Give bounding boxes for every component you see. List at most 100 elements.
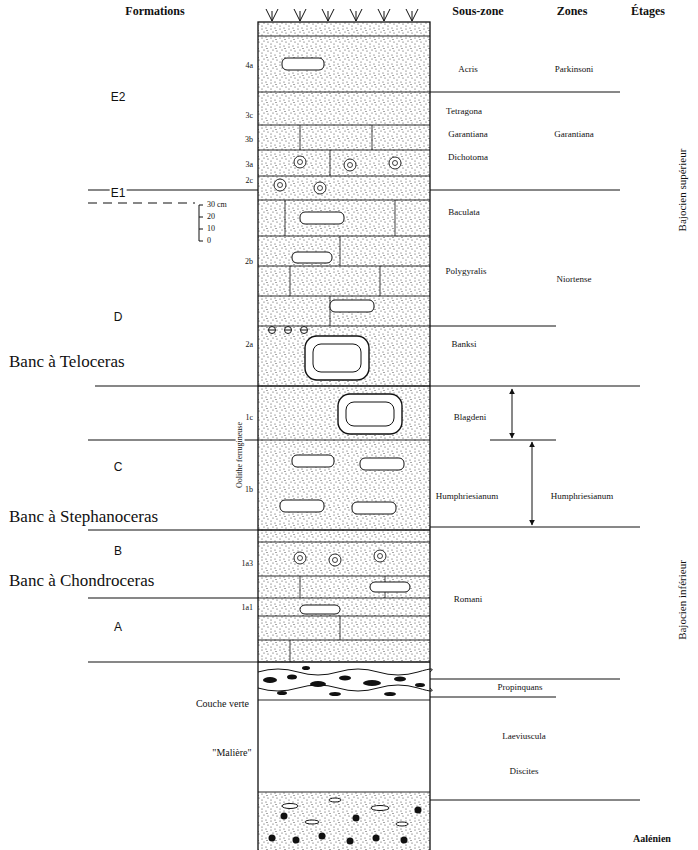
- hardground-symbol: [269, 327, 276, 334]
- zone-boundary: [430, 800, 640, 801]
- lithology-label: Oolithe ferrugineuse: [236, 421, 245, 489]
- green-grain: [394, 677, 406, 682]
- bed-boundary: [258, 385, 430, 386]
- nodule: [370, 582, 410, 592]
- large-nodule: [305, 336, 369, 380]
- subzone-name: Humphriesianum: [435, 492, 500, 502]
- green-grain: [329, 692, 341, 696]
- bed-boundary: [258, 700, 430, 701]
- joint-line: [285, 200, 286, 236]
- stage-name: Bajocien supérieur: [676, 148, 688, 233]
- pebble-dark: [401, 837, 408, 844]
- bed-boundary: [258, 150, 430, 151]
- zone-name: Garantiana: [553, 130, 594, 140]
- ammonite-whorl: [348, 163, 353, 168]
- bed-name: Banc à Stephanoceras: [8, 508, 159, 527]
- joint-line: [290, 266, 291, 296]
- nodule: [300, 212, 344, 224]
- bed-boundary: [258, 542, 430, 543]
- ammonite: [274, 179, 286, 191]
- hardground-mark: [301, 330, 307, 331]
- bed-boundary: [258, 576, 430, 577]
- zone-boundary: [430, 697, 556, 698]
- nodule: [330, 300, 374, 312]
- ammonite: [389, 157, 401, 169]
- hardground-symbol: [285, 327, 292, 334]
- hardground-mark: [269, 330, 275, 331]
- bed-boundary: [258, 640, 430, 641]
- nodule: [282, 58, 324, 70]
- pebble-dark: [373, 835, 380, 842]
- plant-symbol: [406, 9, 418, 21]
- plant-symbol: [266, 9, 278, 21]
- subzone-name: Romani: [453, 595, 484, 605]
- bed-number: 2b: [244, 258, 254, 267]
- nodule: [280, 500, 324, 512]
- pebble-dark: [415, 807, 422, 814]
- ammonite: [314, 182, 326, 194]
- nodule: [352, 502, 396, 514]
- bed-boundary: [258, 236, 430, 237]
- plant-symbol: [294, 9, 306, 21]
- bed-boundary: [258, 529, 430, 530]
- bed-number: 4a: [244, 62, 254, 71]
- green-grain: [363, 680, 381, 686]
- subzone-name: Polygyralis: [444, 267, 487, 277]
- ammonite: [329, 554, 341, 566]
- zone-boundary: [430, 386, 640, 387]
- formation-line: [88, 661, 258, 662]
- zone-boundary: [430, 326, 556, 327]
- nodule: [300, 605, 340, 614]
- pebble-dark: [353, 815, 360, 822]
- scale-tick: [199, 205, 203, 206]
- subzone-name: Acris: [457, 65, 479, 75]
- bed-number: 3b: [244, 136, 254, 145]
- conglomerate-fill: [258, 792, 430, 850]
- ammonite-whorl: [298, 556, 303, 561]
- column-heading: Sous-zone: [451, 5, 504, 18]
- scale-tick: [199, 241, 203, 242]
- green-grain: [302, 666, 310, 670]
- zone-name: Discites: [509, 767, 540, 777]
- column-heading: Formations: [124, 5, 185, 18]
- stage-name: Aalénien: [632, 833, 672, 844]
- joint-line: [340, 616, 341, 640]
- green-bed-wave: [258, 669, 432, 675]
- bed-name: Banc à Teloceras: [8, 353, 126, 372]
- zone-boundary: [430, 92, 620, 93]
- pebble-dark: [293, 837, 300, 844]
- joint-line: [395, 200, 396, 236]
- pebble: [305, 820, 319, 824]
- scale-value: 20: [206, 213, 216, 222]
- scale-value: 10: [206, 225, 216, 234]
- ammonite: [374, 550, 386, 562]
- zone-boundary: [430, 190, 620, 191]
- large-nodule-core: [313, 344, 361, 372]
- pebble-dark: [281, 813, 288, 820]
- subzone-name: Dichotoma: [447, 153, 489, 163]
- green-grain: [263, 677, 277, 683]
- bed-boundary: [258, 598, 430, 599]
- ammonite: [294, 552, 306, 564]
- formation-dashed-line: [88, 202, 195, 203]
- joint-line: [300, 576, 301, 598]
- hardground-mark: [285, 330, 291, 331]
- ammonite: [344, 159, 356, 171]
- zone-name: Propinquans: [497, 683, 544, 693]
- formation-letter: B: [113, 545, 123, 558]
- joint-line: [380, 266, 381, 296]
- zone-name: Humphriesianum: [550, 492, 615, 502]
- pebble: [396, 822, 408, 826]
- nodule: [360, 458, 404, 470]
- joint-line: [290, 640, 291, 662]
- formation-name: "Malière": [211, 747, 252, 758]
- formation-letter: C: [113, 461, 124, 474]
- pebble-dark: [269, 835, 276, 842]
- bed-boundary: [258, 792, 430, 793]
- subzone-name: Banksi: [450, 340, 477, 350]
- joint-line: [330, 150, 331, 176]
- formation-letter: E1: [110, 187, 127, 200]
- subzone-name: Tetragona: [445, 107, 483, 117]
